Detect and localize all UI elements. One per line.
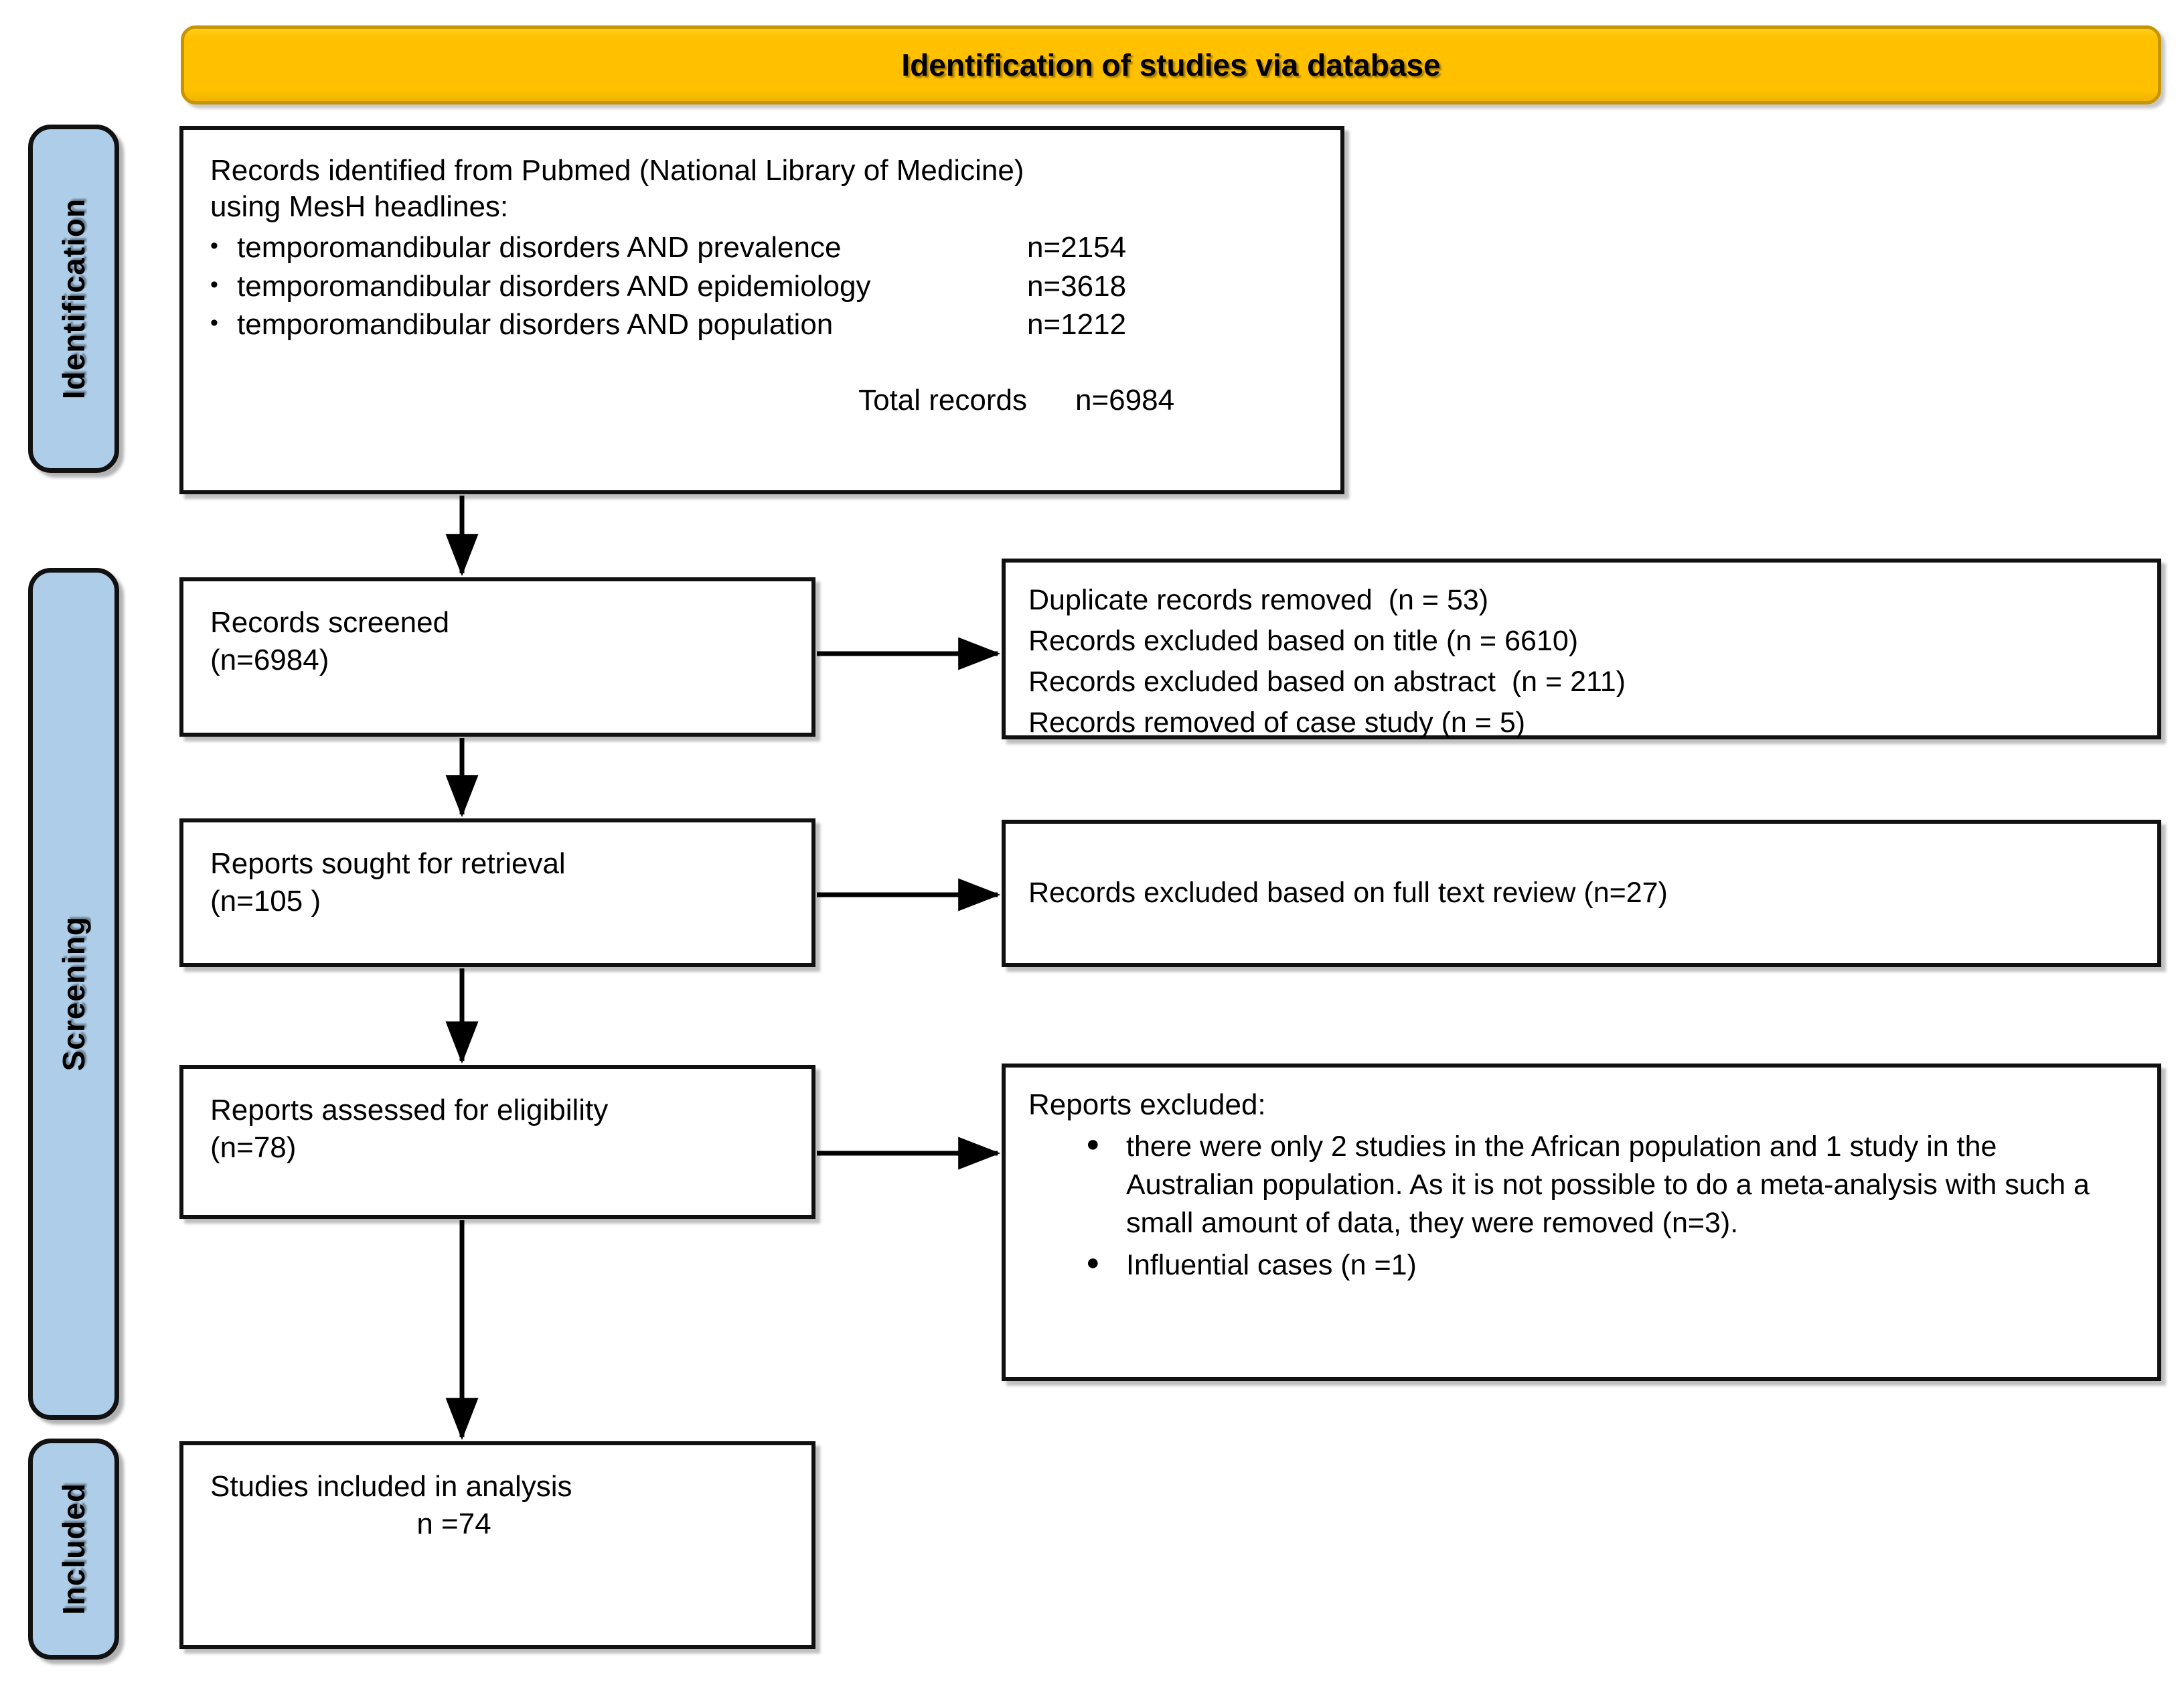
box-records-identified: Records identified from Pubmed (National…: [179, 126, 1344, 494]
box-studies-included: Studies included in analysis n =74: [179, 1441, 815, 1649]
reports-excluded-list: ● there were only 2 studies in the Afric…: [1028, 1128, 2134, 1284]
stage-label-screening-text: Screening: [56, 916, 91, 1072]
records-screened-label: Records screened: [210, 606, 450, 639]
bullet-icon: ●: [1086, 1249, 1100, 1275]
box-reports-assessed: Reports assessed for eligibility (n=78): [179, 1065, 815, 1219]
reports-excluded-heading: Reports excluded:: [1028, 1088, 1266, 1121]
search-query-count: n=1212: [1027, 307, 1127, 341]
total-records-count: n=6984: [1075, 383, 1175, 417]
stage-label-screening: Screening: [28, 568, 119, 1420]
reports-sought-count: (n=105 ): [210, 885, 321, 918]
stage-label-included-text: Included: [56, 1483, 91, 1615]
box-records-screened: Records screened (n=6984): [179, 577, 815, 737]
total-records-row: Total records n=6984: [210, 381, 1314, 419]
excluded-screening-line: Records excluded based on title (n = 661…: [1028, 625, 1579, 658]
bullet-icon: •: [210, 271, 218, 297]
reports-excluded-item-text: there were only 2 studies in the African…: [1126, 1130, 2090, 1239]
reports-excluded-item: ● Influential cases (n =1): [1028, 1246, 2134, 1285]
studies-included-count: n =74: [416, 1508, 491, 1541]
reports-assessed-label: Reports assessed for eligibility: [210, 1094, 609, 1126]
header-banner: Identification of studies via database: [181, 25, 2161, 104]
stage-label-identification: Identification: [28, 125, 119, 473]
records-screened-count: (n=6984): [210, 644, 329, 677]
search-query-label: temporomandibular disorders AND prevalen…: [237, 231, 842, 265]
reports-excluded-item-text: Influential cases (n =1): [1126, 1248, 1417, 1281]
excluded-screening-line: Duplicate records removed (n = 53): [1028, 584, 1489, 616]
bullet-icon: ●: [1086, 1131, 1100, 1157]
reports-sought-label: Reports sought for retrieval: [210, 847, 566, 880]
box-reports-excluded: Reports excluded: ● there were only 2 st…: [1002, 1064, 2161, 1381]
reports-assessed-count: (n=78): [210, 1131, 297, 1165]
search-query-count: n=2154: [1027, 231, 1127, 265]
excluded-fulltext-line: Records excluded based on full text revi…: [1028, 877, 1668, 909]
page-title: Identification of studies via database: [901, 48, 1441, 82]
search-query-count: n=3618: [1027, 269, 1127, 303]
bullet-icon: •: [210, 309, 218, 336]
search-query-label: temporomandibular disorders AND populati…: [237, 307, 834, 341]
identification-intro-line1: Records identified from Pubmed (National…: [210, 154, 1024, 187]
identification-intro-line2: using MesH headlines:: [210, 190, 509, 223]
studies-included-label: Studies included in analysis: [210, 1470, 572, 1503]
stage-label-identification-text: Identification: [56, 198, 91, 400]
total-records-label: Total records: [858, 383, 1027, 417]
search-query-item: • temporomandibular disorders AND popula…: [210, 305, 1314, 344]
excluded-screening-line: Records removed of case study (n = 5): [1028, 707, 1526, 739]
search-query-label: temporomandibular disorders AND epidemio…: [237, 269, 871, 303]
box-reports-sought: Reports sought for retrieval (n=105 ): [179, 818, 815, 967]
box-records-excluded-screening: Duplicate records removed (n = 53) Recor…: [1002, 559, 2161, 739]
search-query-list: • temporomandibular disorders AND preval…: [210, 228, 1314, 344]
stage-label-included: Included: [28, 1439, 119, 1660]
reports-excluded-item: ● there were only 2 studies in the Afric…: [1028, 1128, 2134, 1242]
search-query-item: • temporomandibular disorders AND preval…: [210, 228, 1314, 267]
bullet-icon: •: [210, 233, 218, 259]
search-query-item: • temporomandibular disorders AND epidem…: [210, 267, 1314, 305]
box-records-excluded-fulltext: Records excluded based on full text revi…: [1002, 820, 2161, 967]
excluded-screening-line: Records excluded based on abstract (n = …: [1028, 666, 1626, 699]
